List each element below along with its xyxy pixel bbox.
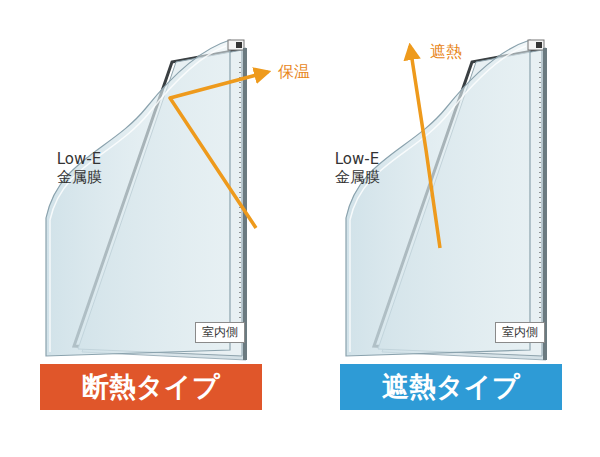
type-band: 遮熱タイプ [340, 364, 562, 410]
band-title: 断熱タイプ [82, 371, 220, 403]
double-glazing [346, 40, 547, 360]
tag-text: 室内側 [502, 325, 538, 339]
effect-label: 遮熱 [430, 42, 462, 61]
coating-label: Low-E 金属膜 [326, 150, 388, 186]
side-tag: 室内側 [495, 322, 545, 343]
type-band: 断熱タイプ [40, 364, 262, 410]
heat-arrow [170, 72, 268, 228]
tag-text: 室内側 [202, 325, 238, 339]
heat-arrow [410, 46, 440, 248]
side-tag: 室内側 [195, 322, 245, 343]
band-title: 遮熱タイプ [382, 371, 520, 403]
double-glazing [46, 40, 247, 360]
effect-label: 保温 [278, 62, 310, 81]
coating-label: Low-E 金属膜 [48, 150, 110, 186]
